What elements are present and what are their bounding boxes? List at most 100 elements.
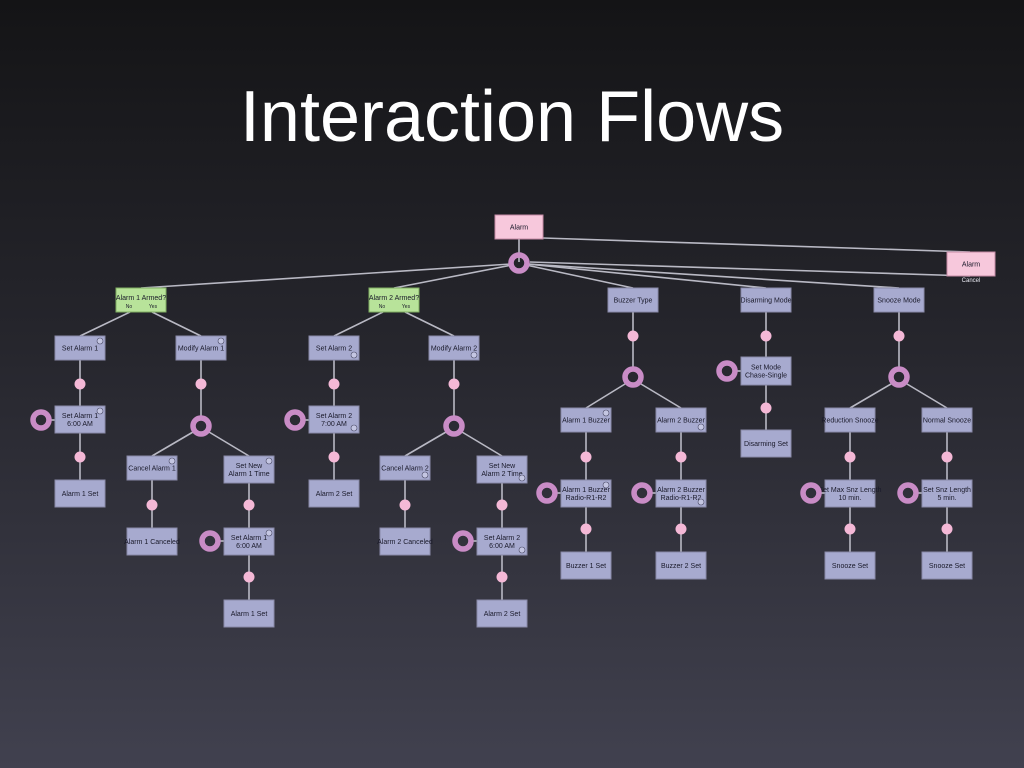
flow-node-buzzer-type: Buzzer Type [607,287,659,313]
decision-option-label: No [379,304,386,310]
transition-dot [941,451,953,463]
flow-node-label: Alarm [510,225,528,232]
flow-node-label: 6:00 AM [67,421,93,428]
transition-dot [496,499,508,511]
decision-option-label: Yes [402,304,411,310]
flow-node-box [368,287,420,313]
flow-node-box [655,479,707,508]
decision-option-label: Yes [149,304,158,310]
flow-node-label: 7:00 AM [321,421,347,428]
flow-node-box [560,479,612,508]
flow-node-box [921,551,973,580]
flow-node-label: Reduction Snooze [821,418,878,425]
flow-node-set-a1-time: Set Alarm 16:00 AM [54,405,106,434]
flow-hub-ring [888,366,910,388]
flow-node-box [175,335,227,361]
info-badge-icon [602,409,610,417]
diagram-markers [30,252,953,583]
flow-node-label: Buzzer Type [614,298,653,305]
transition-dot [74,451,86,463]
flow-node-box [824,479,876,508]
info-badge-icon [470,351,478,359]
flow-node-box [921,479,973,508]
flow-node-box [740,287,792,313]
flow-node-disarming-mode: Disarming Mode [740,287,792,313]
info-badge-icon [518,474,526,482]
flow-node-a2-set-final: Alarm 2 Set [476,599,528,628]
flow-node-label: Buzzer 1 Set [566,563,606,570]
transition-dot [328,378,340,390]
transition-dot [74,378,86,390]
info-badge-icon [421,471,429,479]
decision-option-label: No [126,304,133,310]
flow-node-set-a2-time: Set Alarm 27:00 AM [308,405,360,434]
transition-dot [941,523,953,535]
flow-node-label: Set Alarm 2 [316,346,352,353]
flow-node-label: 5 min. [937,495,956,502]
transition-dot [448,378,460,390]
flow-node-label: Set New [489,463,516,470]
flow-node-box [655,407,707,433]
input-ring [284,409,306,431]
flow-node-box [494,214,544,240]
flow-node-box [115,287,167,313]
transition-dot [496,571,508,583]
flow-node-label: Cancel Alarm 2 [381,466,429,473]
transition-dot [844,451,856,463]
flow-node-set-a2-600: Set Alarm 26:00 AM [476,527,528,556]
flow-node-label: Set Max Snz Length [818,487,881,494]
flow-node-label: 6:00 AM [489,543,515,550]
flow-node-snooze-set-1: Snooze Set [824,551,876,580]
flow-node-label: Alarm 1 Time [228,471,269,478]
flow-node-box [560,407,612,433]
flow-node-box [379,527,431,556]
flow-node-label: Alarm 2 Time [481,471,522,478]
input-ring [631,482,653,504]
flow-node-label: Set Snz Length [923,487,971,494]
flow-node-a1-buzzer: Alarm 1 Buzzer [560,407,612,433]
input-ring [452,530,474,552]
flow-node-label: Set New [236,463,263,470]
flow-node-label: Alarm 1 Armed? [116,295,166,302]
flow-hub-ring [443,415,465,437]
flow-node-alarm: Alarm [494,214,544,240]
flow-node-box [308,335,360,361]
flow-node-box [476,455,528,484]
flow-node-a2-buzzer: Alarm 2 Buzzer [655,407,707,433]
flow-node-label: Snooze Mode [877,298,920,305]
flow-node-label: Chase-Single [745,373,787,380]
flow-node-box [824,551,876,580]
flow-node-cancel-a2: Cancel Alarm 2 [379,455,431,481]
flow-node-box [223,455,275,484]
transition-dot [195,378,207,390]
transition-dot [675,523,687,535]
flow-node-set-a1: Set Alarm 1 [54,335,106,361]
input-ring [716,360,738,382]
flow-node-label: Alarm 1 Set [62,491,99,498]
flow-node-label: Radio-R1-R2 [661,495,702,502]
flow-node-label: Alarm 2 Set [316,491,353,498]
flow-node-a1-set: Alarm 1 Set [54,479,106,508]
flow-node-box [476,599,528,628]
flow-hub-ring [190,415,212,437]
flow-node-box [740,356,792,386]
transition-dot [675,451,687,463]
flow-node-label: Set Alarm 1 [231,535,267,542]
flow-node-label: Set Alarm 2 [484,535,520,542]
flow-node-box [54,479,106,508]
flow-node-box [54,405,106,434]
flow-node-box [126,455,178,481]
info-badge-icon [697,423,705,431]
flow-node-box [54,335,106,361]
info-badge-icon [96,407,104,415]
transition-dot [580,451,592,463]
transition-dot [760,402,772,414]
info-badge-icon [265,457,273,465]
flow-node-label: Alarm [962,262,980,269]
